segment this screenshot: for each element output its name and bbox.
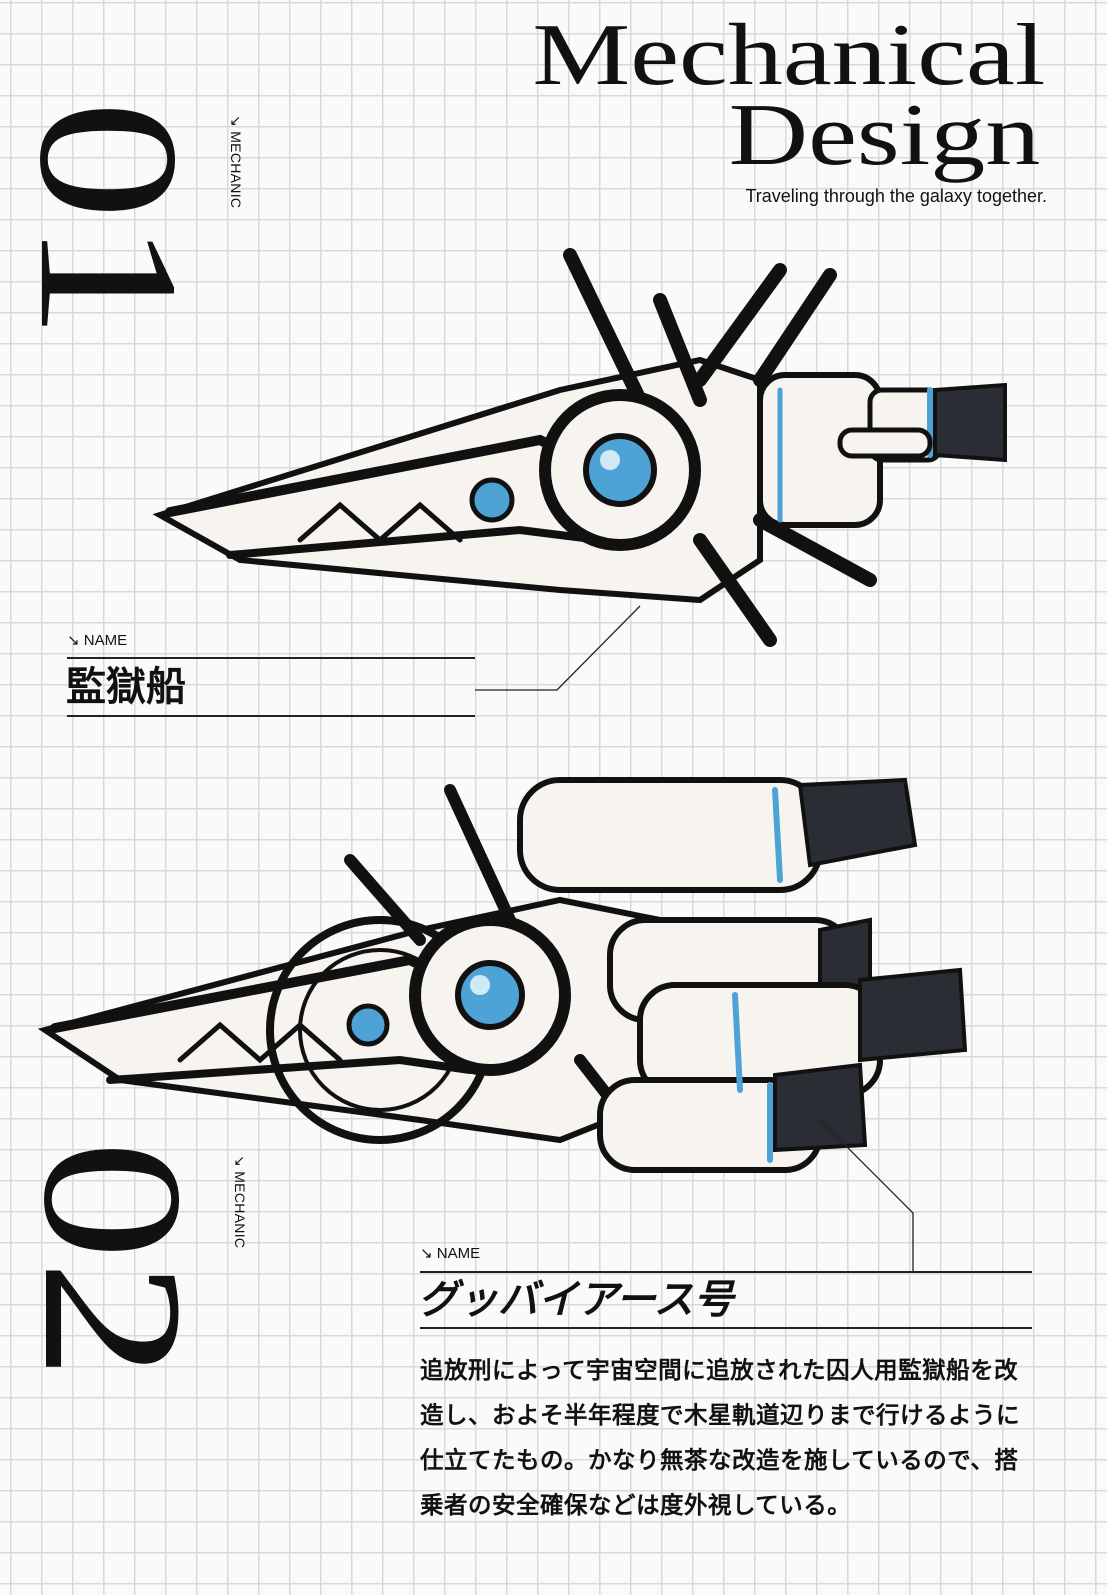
name-label-01: ↘ NAME bbox=[67, 632, 128, 649]
title-line-2: Design bbox=[728, 87, 1040, 184]
divider bbox=[67, 657, 475, 659]
ship-02-illustration bbox=[37, 777, 968, 1173]
divider bbox=[420, 1271, 1032, 1273]
ship-description: 追放刑によって宇宙空間に追放された囚人用監獄船を改造し、およそ半年程度で木星軌道… bbox=[420, 1357, 1020, 1518]
divider bbox=[67, 715, 475, 717]
leader-lines bbox=[475, 605, 914, 1272]
entry-number-02: 02 bbox=[2, 1140, 223, 1380]
ship-name-01: 監獄船 bbox=[66, 664, 186, 709]
ship-name-02: グッバイアース号 bbox=[418, 1277, 734, 1322]
divider bbox=[420, 1327, 1032, 1329]
title-line-1: Mechanical bbox=[531, 7, 1045, 104]
category-label-02: ↘ MECHANIC bbox=[232, 1155, 248, 1249]
name-label-02: ↘ NAME bbox=[420, 1245, 481, 1262]
tagline: Traveling through the galaxy together. bbox=[745, 186, 1047, 206]
category-label-01: ↘ MECHANIC bbox=[228, 115, 244, 209]
ship-01-illustration bbox=[152, 248, 1007, 647]
